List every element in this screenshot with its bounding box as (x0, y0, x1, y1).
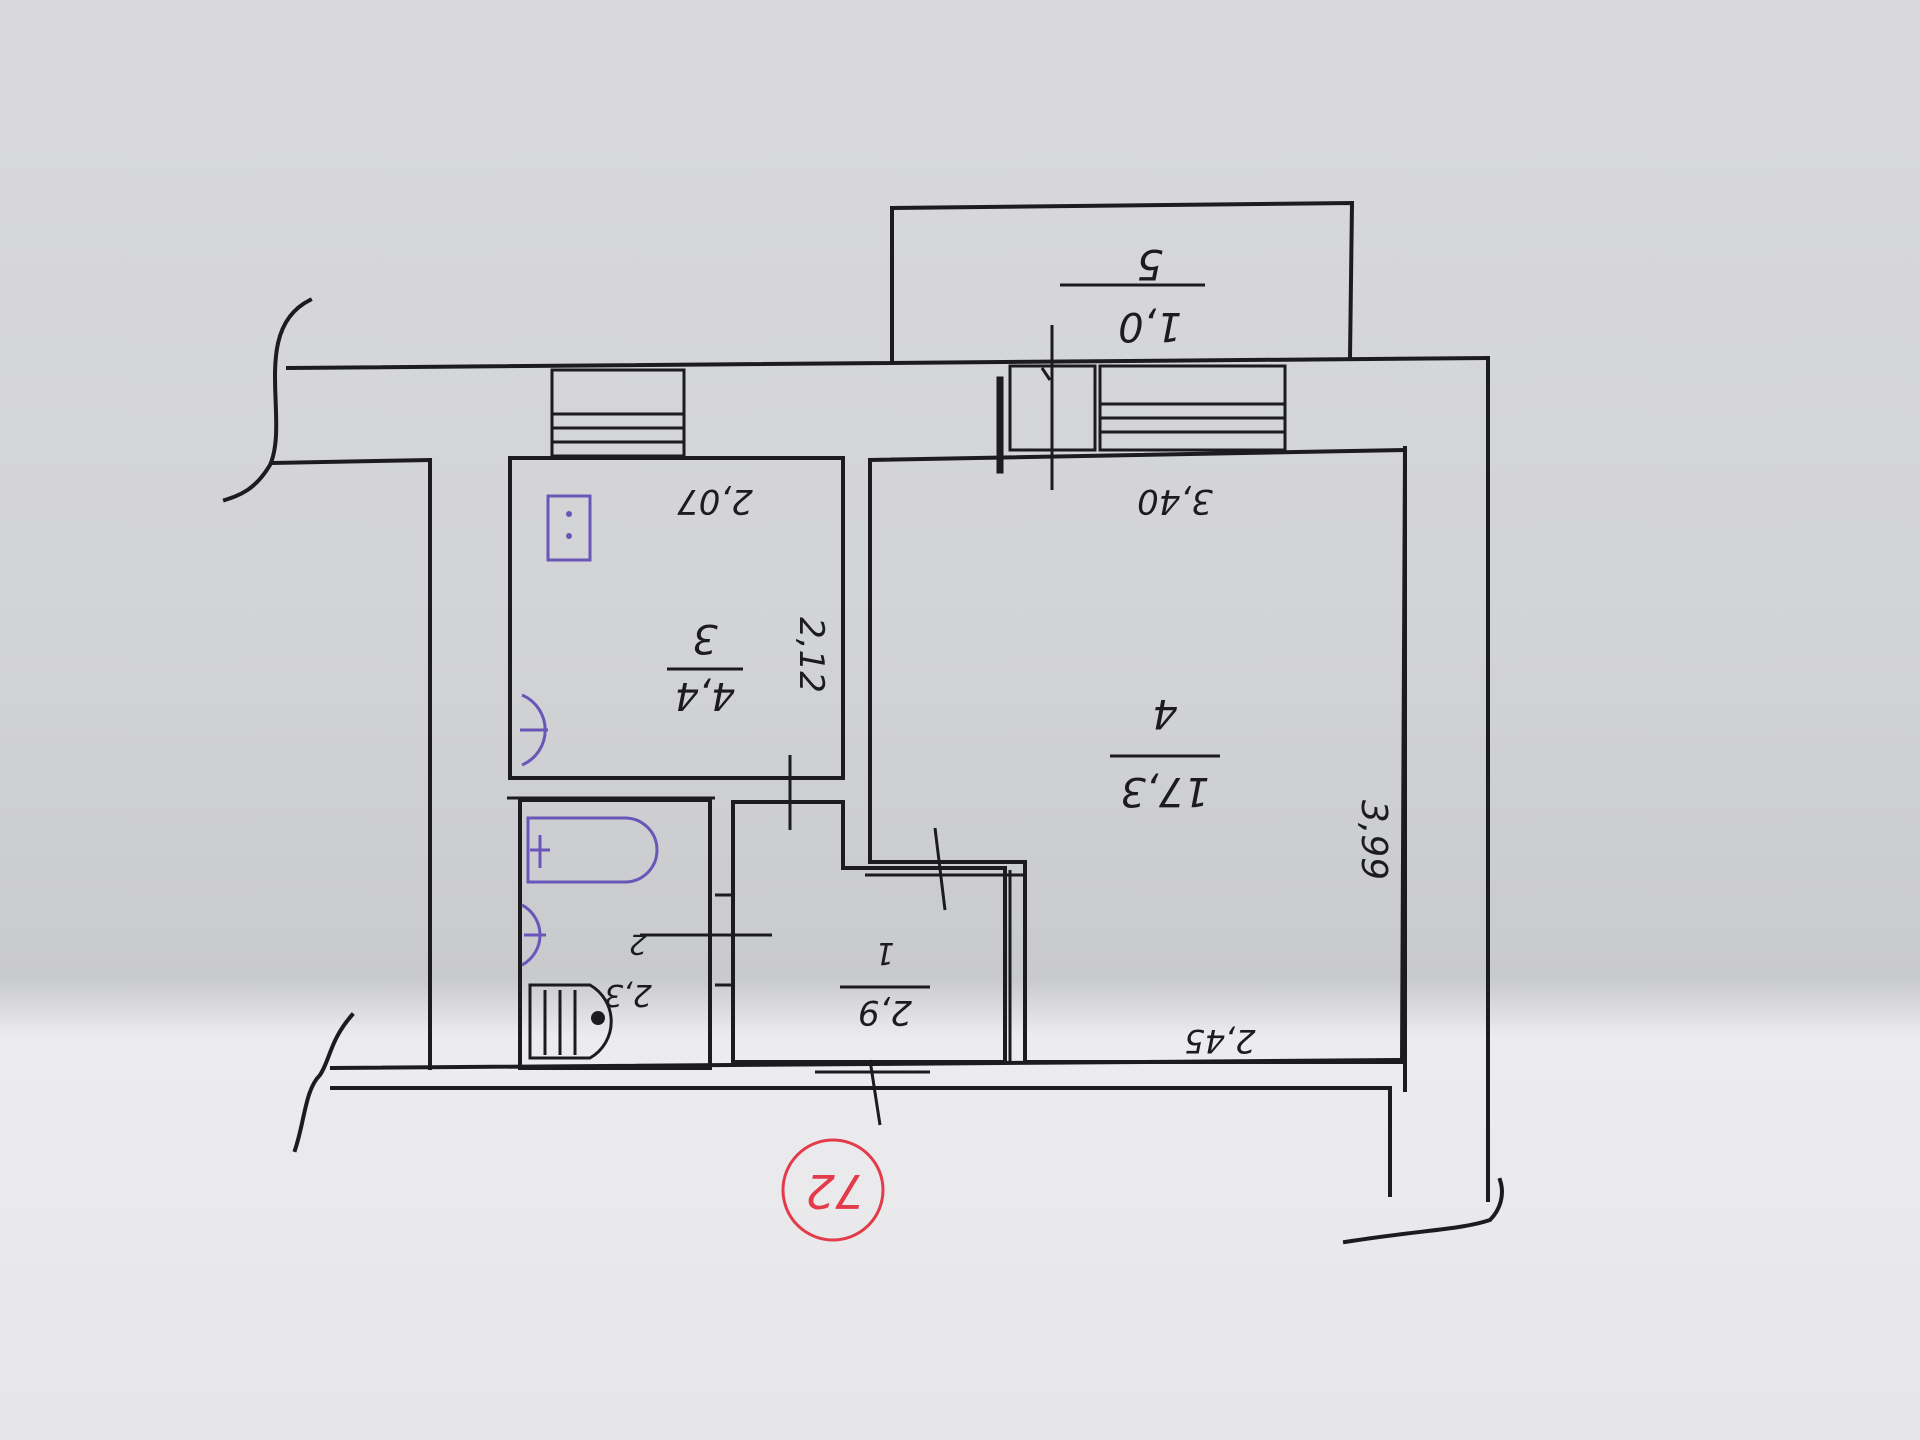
living-window (1098, 364, 1287, 452)
room-5-area: 1,0 (1118, 303, 1182, 349)
kitchen-depth-dimension: 2,12 (791, 617, 831, 693)
apartment-number-stamp: 72 (781, 1138, 885, 1242)
room-2-number: 2 (629, 928, 647, 961)
room-4-area: 17,3 (1120, 768, 1209, 814)
room-4-number: 4 (1152, 690, 1177, 736)
living-width-dimension: 3,40 (1137, 481, 1213, 521)
room-3-kitchen (508, 456, 845, 780)
balcony (890, 200, 1355, 490)
room-1-area: 2,9 (858, 992, 912, 1032)
apartment-number: 72 (806, 1164, 865, 1218)
living-bottom-dimension: 2,45 (1184, 1022, 1255, 1060)
dimension-labels: 2,07 2,12 3,40 3,99 2,45 (677, 481, 1394, 1060)
room-5-number: 5 (1137, 240, 1164, 289)
room-1-number: 1 (875, 935, 894, 970)
room-labels: 1,0 5 4,4 3 17,3 4 2,9 1 2,3 2 (604, 240, 1220, 1032)
living-depth-dimension: 3,99 (1353, 800, 1394, 880)
kitchen-width-dimension: 2,07 (677, 481, 753, 521)
room-1-hall (715, 800, 1007, 1074)
room-3-number: 3 (692, 615, 717, 661)
balcony-door (996, 364, 1097, 474)
door-marks (640, 367, 1052, 1126)
room-3-area: 4,4 (675, 674, 735, 718)
walls (222, 297, 1504, 1245)
room-2-area: 2,3 (604, 977, 652, 1012)
room-4-living (865, 447, 1408, 1064)
room-2-bathroom (507, 796, 715, 1070)
kitchen-window (550, 368, 686, 458)
